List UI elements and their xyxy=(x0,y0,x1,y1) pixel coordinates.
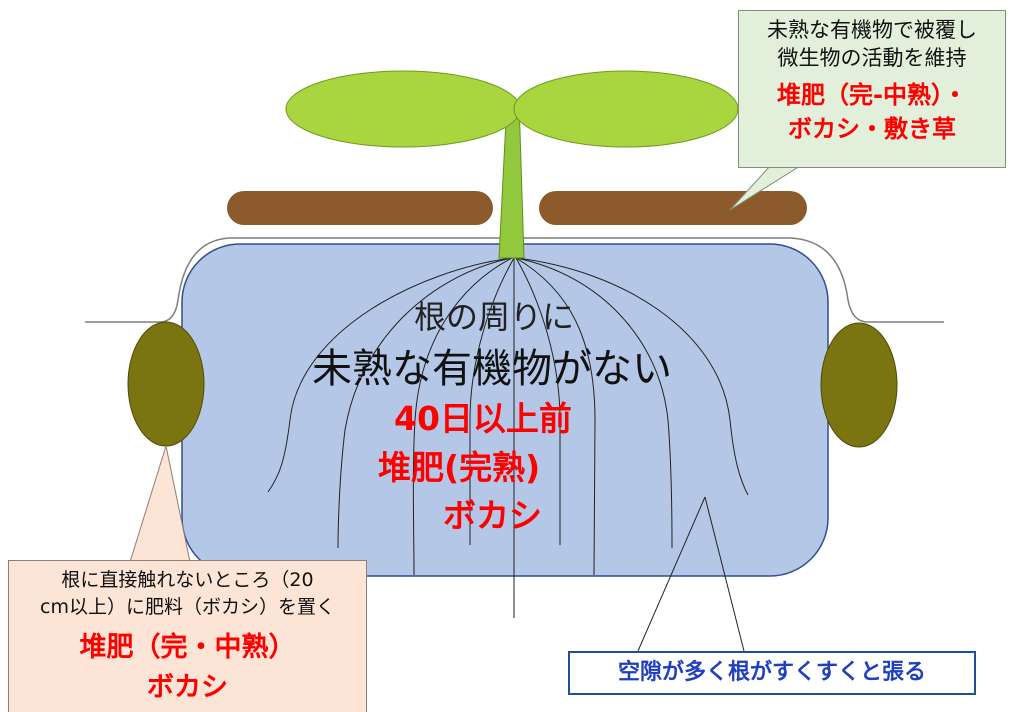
leaf-right xyxy=(513,70,739,148)
leaf-left xyxy=(285,70,521,148)
callout-top-right-red2: ボカシ・敷き草 xyxy=(788,115,956,143)
fertilizer-clump-right xyxy=(820,322,898,448)
center-line1: 根の周りに xyxy=(414,298,575,336)
center-red1: 40日以上前 xyxy=(394,399,572,438)
label-bottom-right: 空隙が多く根がすくすくと張る xyxy=(568,651,976,695)
callout-top-right-red1: 堆肥（完-中熟）・ xyxy=(777,81,967,109)
ground-outline xyxy=(85,237,944,323)
callout-bottom-left-red2: ボカシ xyxy=(147,672,228,703)
center-line2: 未熟な有機物がない xyxy=(312,346,672,392)
center-red3: ボカシ xyxy=(443,496,542,535)
callout-bottom-left-line1: 根に直接触れないところ（20 xyxy=(61,569,314,591)
callout-top-right-line2: 微生物の活動を維持 xyxy=(777,46,967,70)
label-pointer xyxy=(637,496,745,652)
mulch-left xyxy=(227,191,493,225)
callout-bottom-left-red1: 堆肥（完・中熟） xyxy=(79,632,296,663)
mulch-right xyxy=(539,191,807,225)
callout-top-right: 未熟な有機物で被覆し 微生物の活動を維持 堆肥（完-中熟）・ ボカシ・敷き草 xyxy=(738,10,1006,168)
roots xyxy=(267,257,749,618)
callout-bottom-left-line2: cm以上）に肥料（ボカシ）を置く xyxy=(40,596,335,618)
center-red2: 堆肥(完熟) xyxy=(378,448,541,487)
callout-top-right-line1: 未熟な有機物で被覆し xyxy=(767,18,977,42)
callout-bottom-left: 根に直接触れないところ（20 cm以上）に肥料（ボカシ）を置く 堆肥（完・中熟）… xyxy=(8,560,367,712)
label-bottom-right-text: 空隙が多く根がすくすくと張る xyxy=(617,660,926,685)
